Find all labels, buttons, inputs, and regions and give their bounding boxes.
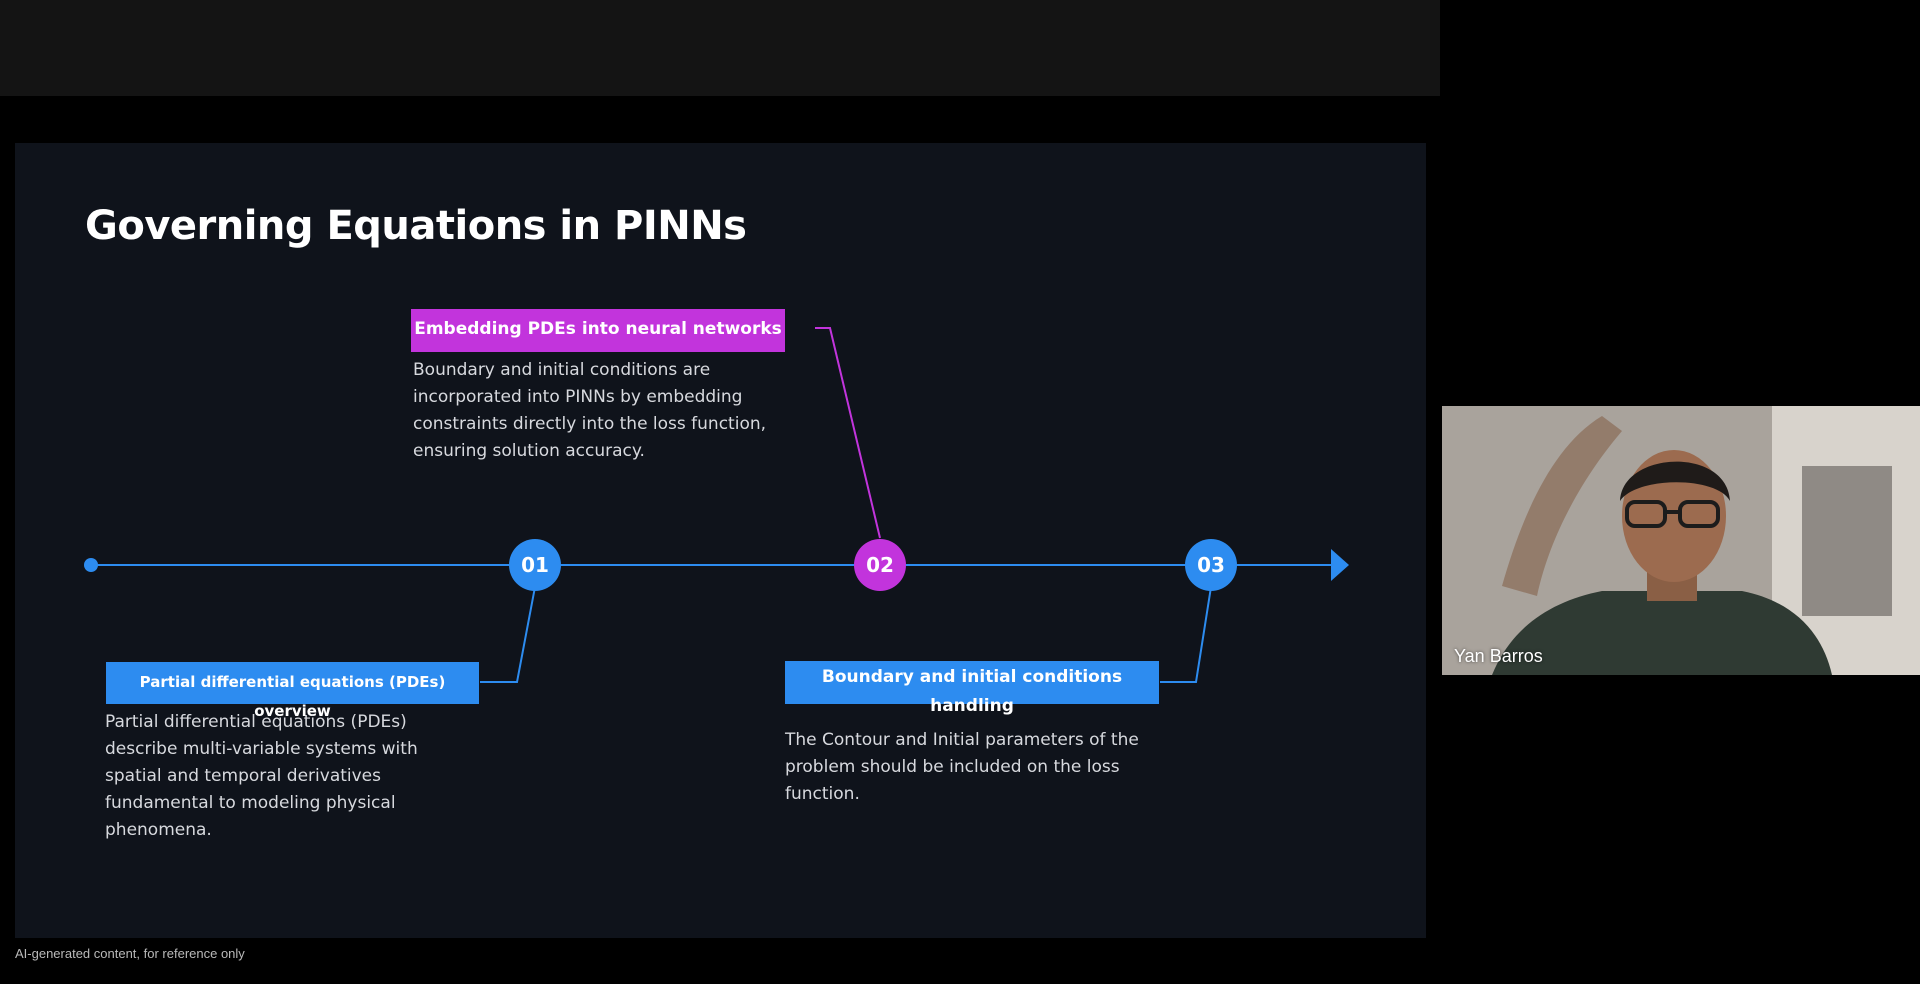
step-03-description: The Contour and Initial parameters of th… (785, 730, 1139, 804)
step-03-heading: Boundary and initial conditions handling (821, 667, 1123, 716)
step-02-heading: Embedding PDEs into neural networks (414, 319, 782, 339)
step-01-heading-box (106, 662, 479, 704)
step-01-number: 01 (521, 553, 549, 577)
step-01-heading: Partial differential equations (PDEs) ov… (139, 673, 446, 720)
step-02-circle: 02 (854, 539, 906, 591)
step-02-description: Boundary and initial conditions are inco… (413, 360, 767, 461)
slide-title: Governing Equations in PINNs (85, 203, 747, 249)
timeline-graphic (84, 309, 1349, 704)
step-03-heading-box (785, 661, 1159, 704)
connector-02 (815, 327, 881, 539)
participant-video-tile[interactable]: Yan Barros (1442, 406, 1920, 675)
participant-avatar-icon (1442, 406, 1920, 675)
step-01-circle: 01 (509, 539, 561, 591)
presentation-slide: Governing Equations in PINNs 01 02 03 Pa… (15, 143, 1426, 938)
participant-name: Yan Barros (1454, 646, 1543, 666)
step-02-heading-box (411, 309, 785, 352)
timeline-arrow-icon (1331, 549, 1349, 581)
connector-03 (1160, 586, 1212, 683)
step-01-description: Partial differential equations (PDEs) de… (105, 712, 418, 840)
ai-disclaimer: AI-generated content, for reference only (15, 946, 245, 961)
top-toolbar-bar (0, 0, 1440, 96)
step-03-number: 03 (1197, 553, 1225, 577)
step-02-number: 02 (866, 553, 894, 577)
connector-01 (480, 586, 536, 683)
step-03-circle: 03 (1185, 539, 1237, 591)
timeline-start-dot (84, 558, 98, 572)
